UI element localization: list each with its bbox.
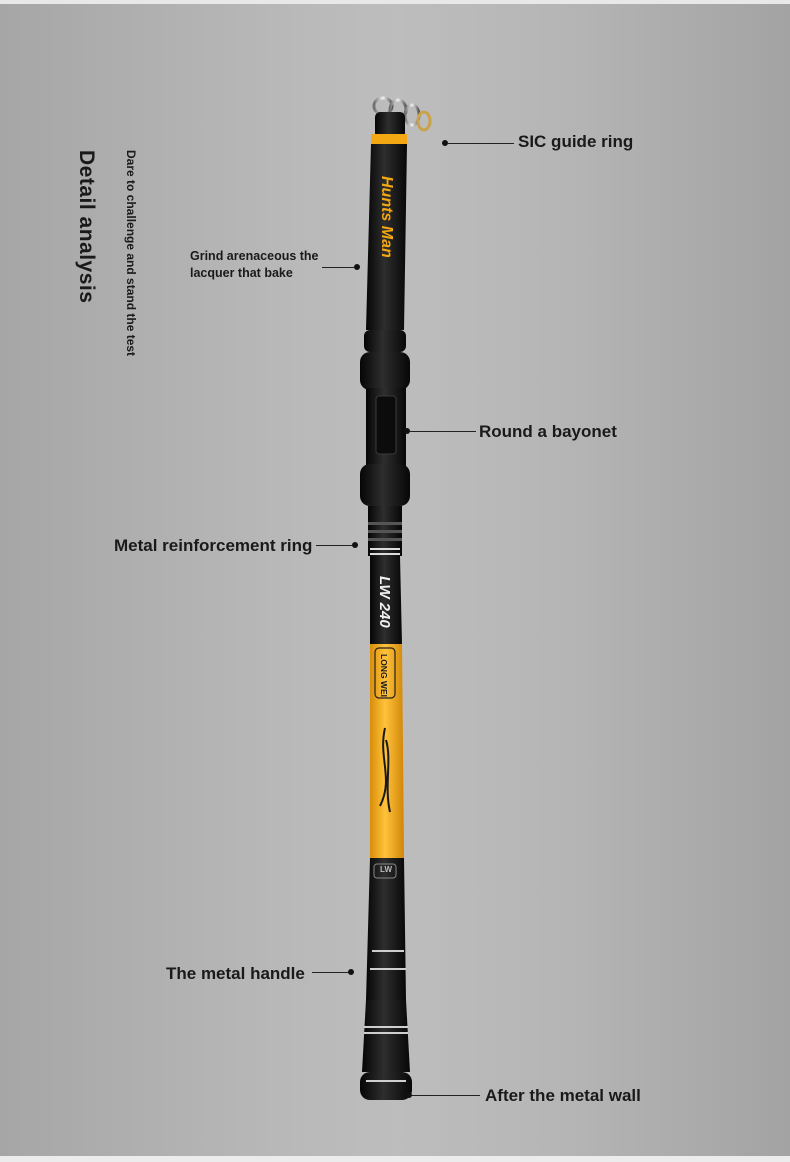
lacquer-dot	[354, 264, 360, 270]
guide-ring-label: SIC guide ring	[518, 132, 634, 151]
yellow-section	[370, 644, 404, 858]
lacquer-label-line2: lacquer that bake	[190, 266, 293, 280]
handle-leader	[312, 972, 350, 973]
guide-ring-dot	[442, 140, 448, 146]
bayonet-leader	[410, 431, 476, 432]
handle-dot	[348, 969, 354, 975]
tip-section	[366, 134, 407, 330]
reinforcement-dot	[352, 542, 358, 548]
reinforcement-ring	[368, 506, 402, 556]
guide-ring-leader	[448, 143, 514, 144]
rod-mark-text: LW	[380, 865, 392, 874]
detail-analysis-title: Detail analysis	[75, 150, 98, 304]
guide-rings	[372, 96, 432, 138]
bottom-border	[0, 1156, 790, 1162]
bayonet-label: Round a bayonet	[479, 422, 617, 441]
wall-dot	[406, 1092, 412, 1098]
bayonet-dot	[404, 428, 410, 434]
detail-analysis-subtitle: Dare to challenge and stand the test	[124, 150, 138, 357]
bayonet-joint	[360, 330, 410, 506]
lacquer-leader	[322, 267, 356, 268]
lacquer-label-line1: Grind arenaceous the	[190, 249, 319, 263]
reinforcement-leader	[316, 545, 354, 546]
middle-section	[370, 556, 402, 644]
rod-brand-text: Hunts Man	[378, 176, 395, 258]
wall-leader	[412, 1095, 480, 1096]
reinforcement-label: Metal reinforcement ring	[114, 536, 313, 555]
wall-label: After the metal wall	[485, 1086, 641, 1105]
top-border	[0, 0, 790, 4]
handle-label: The metal handle	[166, 964, 305, 983]
rod-badge-text: LONG WEI	[379, 654, 389, 697]
rod-model-text: LW 240	[376, 576, 393, 628]
handle-section	[360, 858, 412, 1100]
